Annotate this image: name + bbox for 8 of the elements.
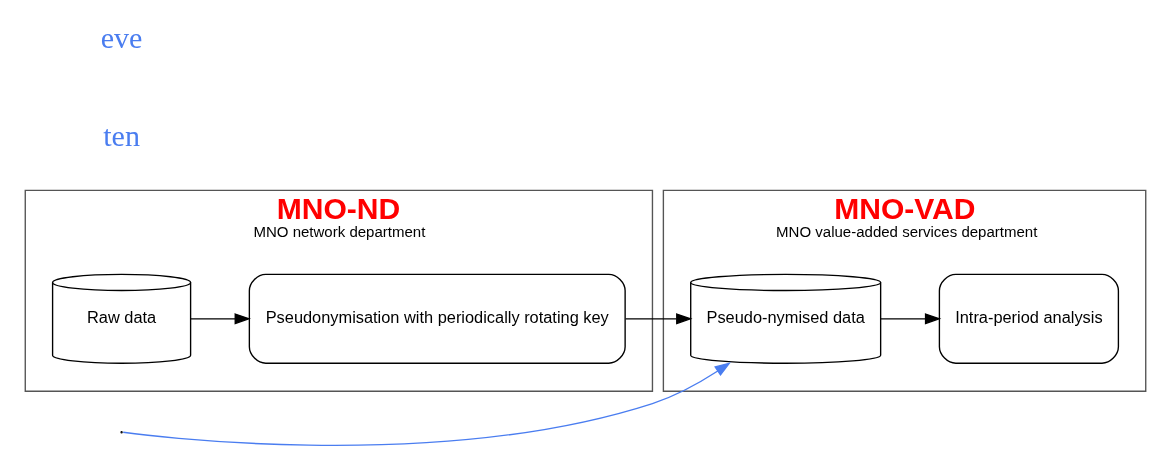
arrow [122,362,731,446]
arrow [624,313,693,325]
node-box: Pseudonymisation with periodically rotating key [248,273,626,364]
arrow [190,313,251,325]
label: eve [100,20,143,55]
node-box: Intra-period analysis [938,273,1120,364]
arrow [880,313,942,325]
label: ten [103,119,140,154]
